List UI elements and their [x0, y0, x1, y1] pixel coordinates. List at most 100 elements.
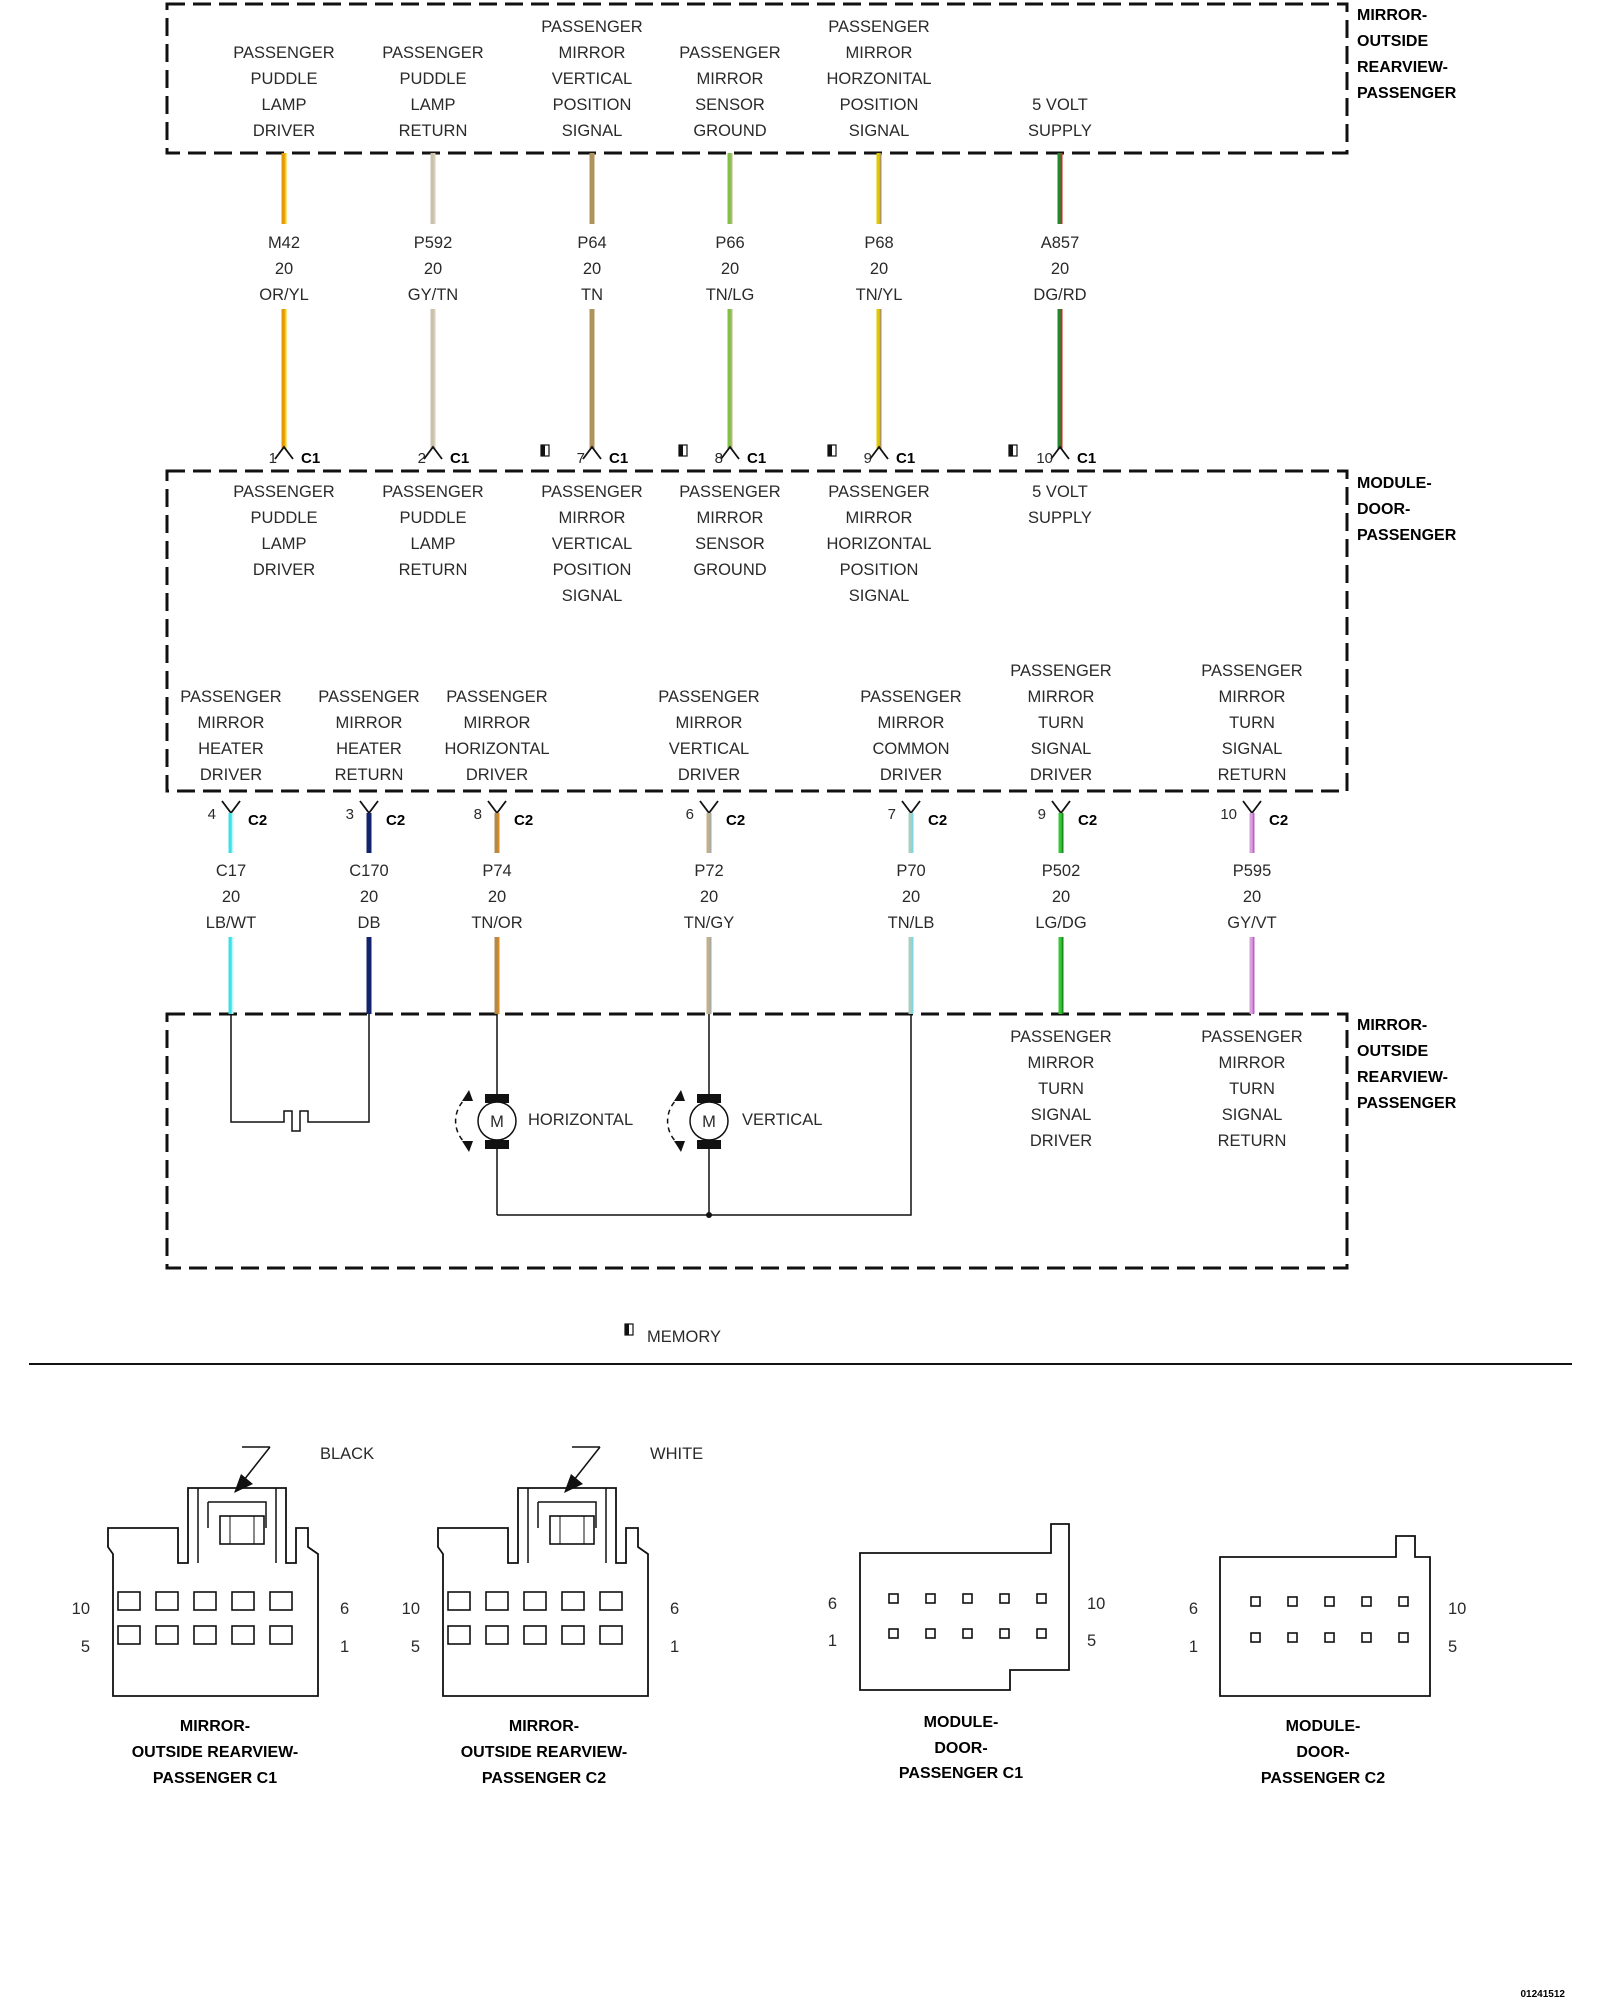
mirror-pin-label: LAMP — [262, 96, 307, 114]
wire-segment — [908, 937, 914, 1014]
module-pin-label: PASSENGER — [658, 688, 760, 706]
wire-segment — [1057, 153, 1063, 224]
wire-color-code: GY/VT — [1227, 914, 1277, 932]
svg-text:M: M — [702, 1113, 716, 1131]
svg-text:6: 6 — [340, 1600, 349, 1618]
svg-text:6: 6 — [670, 1600, 679, 1618]
svg-text:TURN: TURN — [1038, 1080, 1084, 1098]
turn-signal-driver-label: PASSENGER MIRROR TURN SIGNAL DRIVER — [1010, 1028, 1112, 1150]
svg-text:OUTSIDE: OUTSIDE — [1357, 1043, 1428, 1060]
memory-icon — [1008, 444, 1018, 457]
wire-id: P64 — [577, 234, 606, 252]
wire-id: M42 — [268, 234, 300, 252]
wire-id: P68 — [864, 234, 893, 252]
module-pin-label: MIRROR — [559, 509, 626, 527]
module-pin-label: RETURN — [335, 766, 404, 784]
svg-text:PASSENGER: PASSENGER — [1357, 85, 1457, 102]
wire-id: P595 — [1233, 862, 1272, 880]
module-pin-label: DRIVER — [253, 561, 315, 579]
mirror-bottom-header: MIRROR- OUTSIDE REARVIEW- PASSENGER — [1357, 1017, 1457, 1112]
svg-text:PASSENGER: PASSENGER — [1201, 1028, 1303, 1046]
svg-text:PASSENGER C1: PASSENGER C1 — [899, 1765, 1023, 1782]
wire-color-code: DB — [358, 914, 381, 932]
svg-text:5: 5 — [411, 1638, 420, 1656]
mirror-pin-label: PUDDLE — [400, 70, 467, 88]
mirror-pin-label: PASSENGER — [828, 18, 930, 36]
connector-symbol — [720, 445, 740, 460]
pin-number: 6 — [686, 806, 694, 823]
module-pin-label: MIRROR — [878, 714, 945, 732]
mirror-pin-label: PASSENGER — [679, 44, 781, 62]
wire-color-code: TN/LB — [888, 914, 935, 932]
svg-text:1: 1 — [340, 1638, 349, 1656]
vertical-motor: M VERTICAL — [666, 1090, 822, 1152]
wire-id: A857 — [1041, 234, 1080, 252]
mirror-pin-label: PUDDLE — [251, 70, 318, 88]
connector-id: C2 — [1269, 812, 1288, 829]
mirror-top-box — [165, 2, 1349, 155]
module-pin-label: DRIVER — [678, 766, 740, 784]
wire-gauge: 20 — [902, 888, 920, 906]
svg-text:MIRROR-: MIRROR- — [180, 1718, 250, 1735]
connector-symbol — [869, 445, 889, 460]
wire-color-code: TN/YL — [856, 286, 903, 304]
module-pin-label: PASSENGER — [1201, 662, 1303, 680]
module-pin-label: HEATER — [198, 740, 264, 758]
module-pin-label: PASSENGER — [541, 483, 643, 501]
wire-gauge: 20 — [488, 888, 506, 906]
wire-segment — [494, 937, 500, 1014]
pin-number: 9 — [1038, 806, 1046, 823]
wire-id: P66 — [715, 234, 744, 252]
module-pin-label: SUPPLY — [1028, 509, 1092, 527]
wire-gauge: 20 — [870, 260, 888, 278]
connector-symbol — [274, 445, 294, 460]
module-pin-label: MIRROR — [697, 509, 764, 527]
svg-text:10: 10 — [72, 1600, 90, 1618]
wire-id: P74 — [482, 862, 511, 880]
svg-text:SIGNAL: SIGNAL — [1222, 1106, 1283, 1124]
connector-symbol — [359, 800, 379, 815]
module-pin-label: PASSENGER — [233, 483, 335, 501]
wire-segment — [430, 309, 436, 449]
wire-segment — [1058, 813, 1064, 853]
module-pin-label: PASSENGER — [828, 483, 930, 501]
figure-id: 01241512 — [1521, 1989, 1566, 2000]
svg-text:10: 10 — [1087, 1595, 1105, 1613]
mirror-top-header: MIRROR- OUTSIDE REARVIEW- PASSENGER — [1357, 7, 1457, 102]
connector-symbol — [582, 445, 602, 460]
svg-text:MIRROR: MIRROR — [1219, 1054, 1286, 1072]
wire-segment — [1057, 309, 1063, 449]
connector-symbol — [1050, 445, 1070, 460]
svg-text:DOOR-: DOOR- — [934, 1740, 987, 1757]
wire-gauge: 20 — [424, 260, 442, 278]
module-pin-label: PASSENGER — [860, 688, 962, 706]
wire-segment — [228, 937, 234, 1014]
wire-segment — [366, 813, 372, 853]
svg-text:1: 1 — [670, 1638, 679, 1656]
svg-text:OUTSIDE REARVIEW-: OUTSIDE REARVIEW- — [132, 1744, 299, 1761]
turn-signal-return-label: PASSENGER MIRROR TURN SIGNAL RETURN — [1201, 1028, 1303, 1150]
module-pin-label: COMMON — [873, 740, 950, 758]
wire-id: P72 — [694, 862, 723, 880]
connector-id: C2 — [514, 812, 533, 829]
module-pin-label: POSITION — [840, 561, 919, 579]
svg-text:TURN: TURN — [1229, 1080, 1275, 1098]
svg-text:PASSENGER: PASSENGER — [1357, 527, 1457, 544]
module-pin-label: LAMP — [262, 535, 307, 553]
module-pin-label: HEATER — [336, 740, 402, 758]
connector-id: C2 — [726, 812, 745, 829]
svg-text:1: 1 — [1189, 1638, 1198, 1656]
mirror-pin-label: PASSENGER — [233, 44, 335, 62]
circuit-P68: PASSENGERMIRRORHORZONITALPOSITIONSIGNALP… — [826, 18, 931, 605]
wire-segment — [589, 309, 595, 449]
svg-text:MODULE-: MODULE- — [1286, 1718, 1361, 1735]
wire-segment — [1058, 937, 1064, 1014]
